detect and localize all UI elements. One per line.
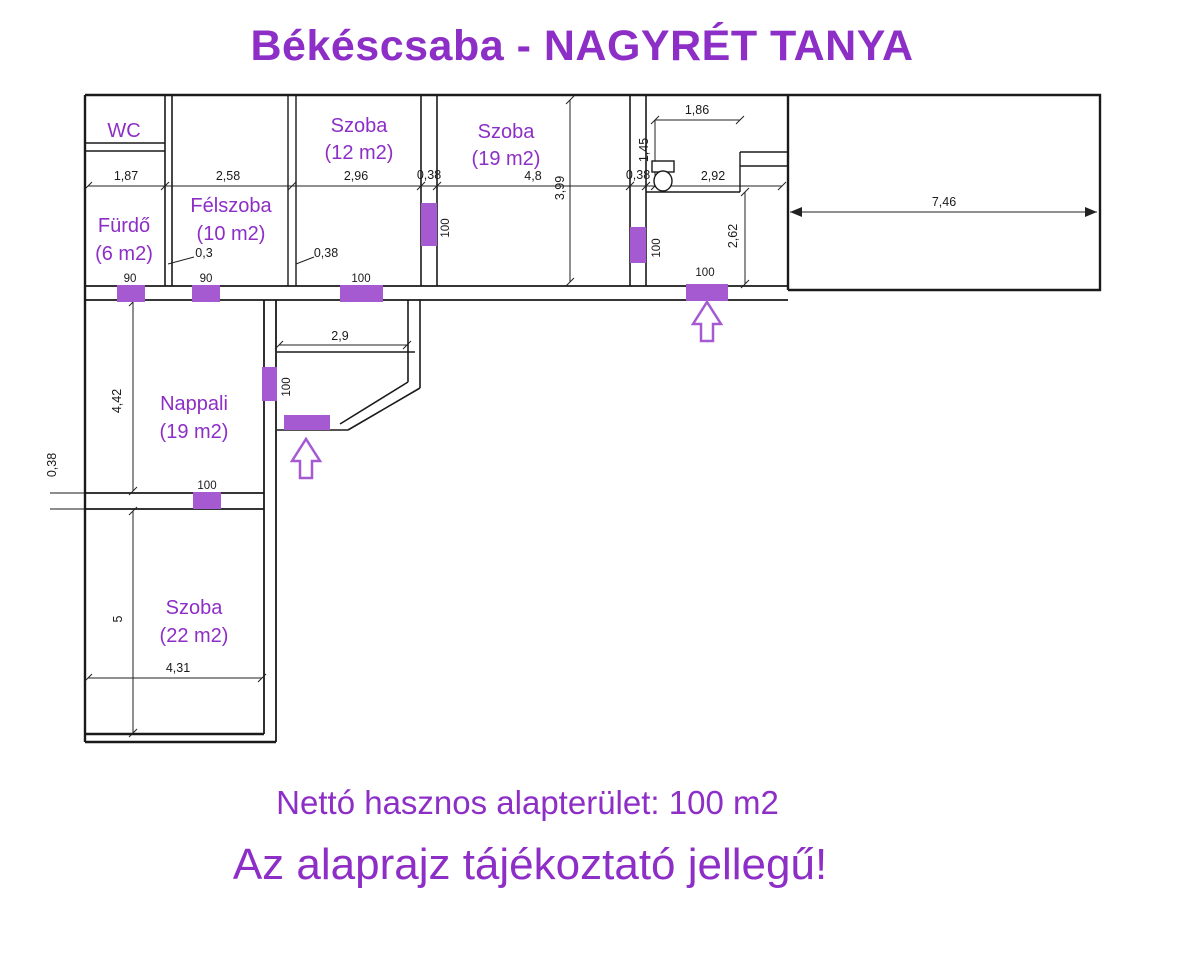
left-wing-right-wall [263, 300, 277, 742]
dim-442: 4,42 [110, 389, 124, 413]
dim-038-top: 0,38 [417, 168, 441, 182]
entrance-arrow-icon-top [690, 299, 724, 343]
room-label-furdo-name: Fürdő [98, 215, 150, 237]
opening-100-entry-door: 100 [281, 377, 293, 396]
dim-262: 2,62 [726, 224, 740, 248]
opening-markers [117, 203, 728, 509]
nappali-szoba22-wall [85, 492, 264, 510]
toilet-nook-walls [646, 151, 788, 193]
room-label-szoba12-name: Szoba [331, 115, 389, 137]
dim-038-mid: 0,38 [314, 246, 338, 260]
dim-746-arrow-right [1085, 207, 1097, 217]
dim-03: 0,3 [195, 246, 212, 260]
window-marker-corridor [630, 227, 646, 263]
dim-442-line [128, 297, 138, 496]
entrance-arrow-icon-bottom [289, 436, 323, 480]
door-marker-entry-entrance [284, 415, 330, 430]
dim-296: 2,96 [344, 169, 368, 183]
dim-746: 7,46 [932, 195, 956, 209]
dim-29: 2,9 [331, 329, 348, 343]
outer-walls [83, 93, 1102, 744]
opening-100-window1: 100 [440, 218, 452, 237]
room-label-szoba12-area: (12 m2) [325, 142, 394, 164]
dim-186: 1,86 [685, 103, 709, 117]
walls [50, 93, 1102, 744]
room-label-nappali-name: Nappali [160, 393, 228, 415]
dim-038-left: 0,38 [45, 453, 59, 477]
door-marker-corridor-entrance [686, 284, 728, 301]
disclaimer-text: Az alaprajz tájékoztató jellegű! [232, 840, 828, 889]
leader-038 [295, 256, 315, 265]
dim-186-line [650, 115, 745, 125]
toilet-icon [651, 160, 675, 192]
window-marker-szoba12-19 [421, 203, 437, 246]
opening-100-szoba22-door: 100 [197, 480, 216, 492]
opening-100-entrance: 100 [695, 267, 714, 279]
room-label-felszoba-area: (10 m2) [197, 223, 266, 245]
room-label-felszoba-name: Félszoba [190, 195, 272, 217]
opening-100-window2: 100 [651, 238, 663, 257]
dim-145: 1,45 [637, 138, 651, 162]
dim-292: 2,92 [701, 169, 725, 183]
dim-5: 5 [111, 615, 125, 622]
wc-walls [85, 95, 173, 286]
door-marker-nappali-szoba22 [193, 492, 221, 509]
door-marker-nappali-entry [262, 367, 277, 401]
dim-262-line [740, 187, 750, 289]
opening-100-band: 100 [351, 273, 370, 285]
band-bottom-wall [85, 285, 788, 301]
dim-399: 3,99 [553, 176, 567, 200]
top-dim-ticks [83, 181, 787, 191]
room-label-nappali-area: (19 m2) [160, 421, 229, 443]
room-label-furdo-area: (6 m2) [95, 243, 153, 265]
room-label-szoba22-name: Szoba [166, 597, 224, 619]
opening-labels: 90 90 100 100 100 100 100 100 [124, 218, 715, 492]
dim-258: 2,58 [216, 169, 240, 183]
dim-431-line [83, 673, 267, 683]
dim-431: 4,31 [166, 661, 190, 675]
opening-90-right: 90 [200, 273, 213, 285]
dimension-labels: 1,87 2,58 2,96 0,38 4,8 0,38 2,92 1,86 7… [45, 103, 956, 675]
door-marker-nappali-right [192, 285, 220, 302]
dim-29-line [274, 340, 412, 350]
leader-03 [167, 256, 195, 265]
room-label-wc: WC [107, 120, 140, 142]
dim-187: 1,87 [114, 169, 138, 183]
room-label-szoba19-name: Szoba [478, 121, 536, 143]
room-labels: WC Szoba (12 m2) Szoba (19 m2) Fürdő (6 … [95, 115, 540, 647]
dim-5-line [128, 506, 138, 738]
wall-thickness-extension [50, 492, 85, 510]
felszoba-szoba12-wall [287, 95, 297, 286]
page-title: Békéscsaba - NAGYRÉT TANYA [250, 22, 914, 70]
door-marker-band [340, 285, 383, 302]
szoba12-szoba19-wall [420, 95, 438, 286]
dim-038-corridor: 0,38 [626, 168, 650, 182]
room-label-szoba22-area: (22 m2) [160, 625, 229, 647]
opening-90-left: 90 [124, 273, 137, 285]
dim-746-arrow-left [790, 207, 802, 217]
dim-399-line [565, 95, 575, 287]
dimension-lines [83, 95, 1097, 738]
room-label-szoba19-area: (19 m2) [472, 148, 541, 170]
door-marker-nappali-left [117, 285, 145, 302]
net-floor-area-text: Nettó hasznos alapterület: 100 m2 [276, 784, 779, 821]
entry-hall-walls [277, 300, 421, 431]
dim-48: 4,8 [524, 169, 541, 183]
